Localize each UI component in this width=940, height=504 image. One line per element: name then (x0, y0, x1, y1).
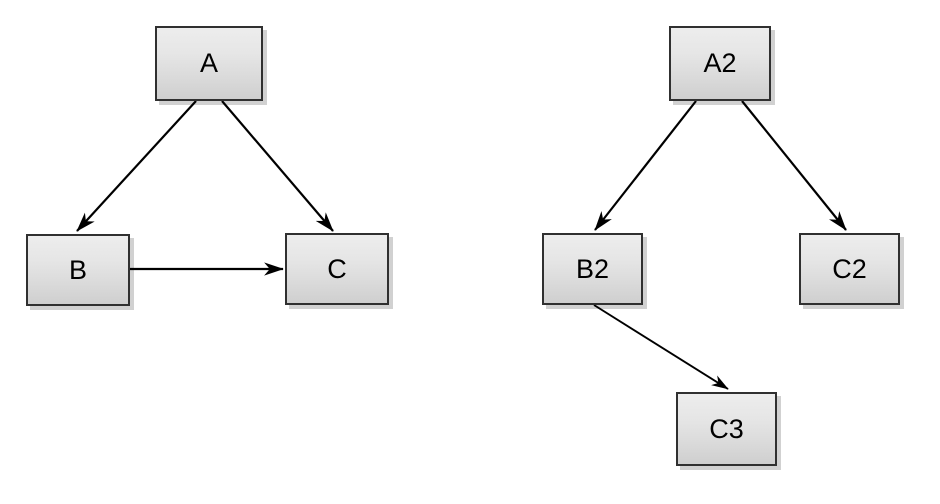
node-b-label: B (68, 254, 87, 285)
node-a2[interactable]: A2 (669, 26, 771, 101)
edge-a-to-b (76, 100, 197, 232)
node-c3-label: C3 (709, 413, 744, 444)
node-c2[interactable]: C2 (799, 233, 900, 305)
node-c-label: C (327, 253, 347, 284)
edge-a2-to-b2 (594, 100, 697, 231)
node-b[interactable]: B (26, 234, 130, 306)
node-a2-label: A2 (703, 48, 737, 78)
node-c[interactable]: C (285, 233, 389, 305)
node-c2-label: C2 (832, 253, 867, 284)
node-c3[interactable]: C3 (676, 392, 777, 466)
edge-a2-to-c2 (741, 100, 847, 231)
node-a[interactable]: A (155, 26, 263, 101)
node-a-label: A (199, 48, 218, 78)
edge-a-to-c (221, 100, 334, 232)
node-b2[interactable]: B2 (542, 233, 643, 305)
edge-b2-to-c3 (593, 304, 729, 390)
node-b2-label: B2 (575, 253, 610, 284)
